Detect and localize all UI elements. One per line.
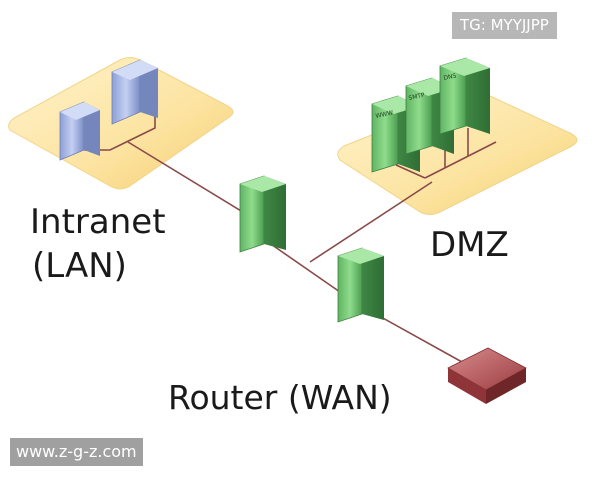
intranet-client-2 xyxy=(111,59,158,125)
watermark-top: TG: MYYJJPP xyxy=(452,12,557,39)
lan-label: (LAN) xyxy=(32,246,127,286)
dmz-zone xyxy=(337,93,578,215)
server-tag-smtp: SMTP xyxy=(408,92,426,102)
intranet-client-1 xyxy=(59,101,100,161)
server-tag-www: WWW xyxy=(375,109,394,120)
external-firewall xyxy=(337,247,384,323)
watermark-bottom: www.z-g-z.com xyxy=(10,438,143,466)
server-tag-dns: DNS xyxy=(443,72,457,82)
intranet-label: Intranet xyxy=(30,202,166,242)
dmz-label: DMZ xyxy=(430,225,509,265)
dmz-server-dns: DNS xyxy=(439,57,490,135)
router-device xyxy=(447,347,527,404)
router-label: Router (WAN) xyxy=(168,378,392,417)
internal-firewall xyxy=(239,175,286,253)
